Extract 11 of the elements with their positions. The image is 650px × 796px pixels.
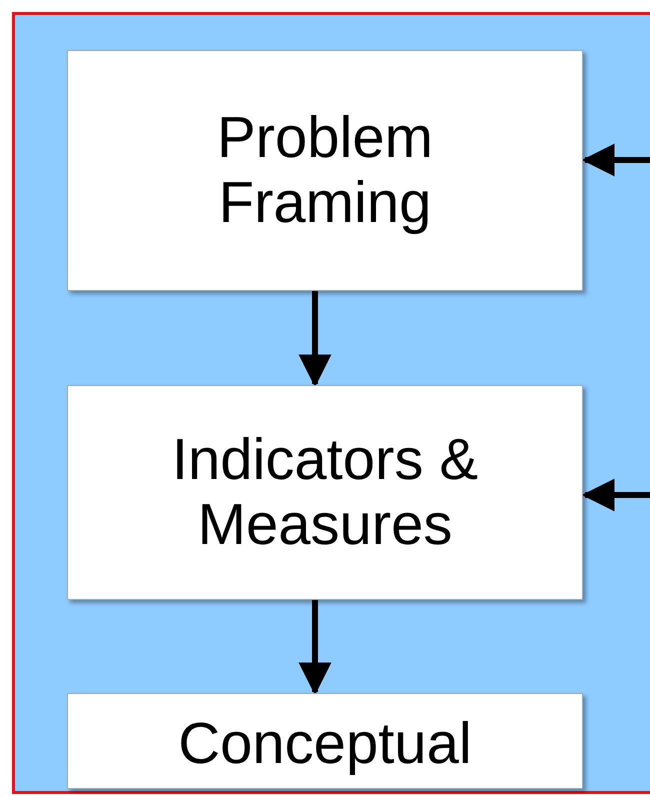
arrow [298, 600, 332, 696]
process-box [67, 385, 583, 600]
arrow [582, 478, 650, 512]
box-label: Conceptual [178, 712, 472, 777]
arrow [298, 291, 332, 388]
process-box [67, 50, 583, 291]
process-box [67, 693, 583, 789]
container-panel [12, 12, 650, 794]
arrow [582, 144, 650, 176]
box-label: Indicators & Measures [170, 428, 480, 558]
box-label: Problem Framing [216, 106, 434, 236]
